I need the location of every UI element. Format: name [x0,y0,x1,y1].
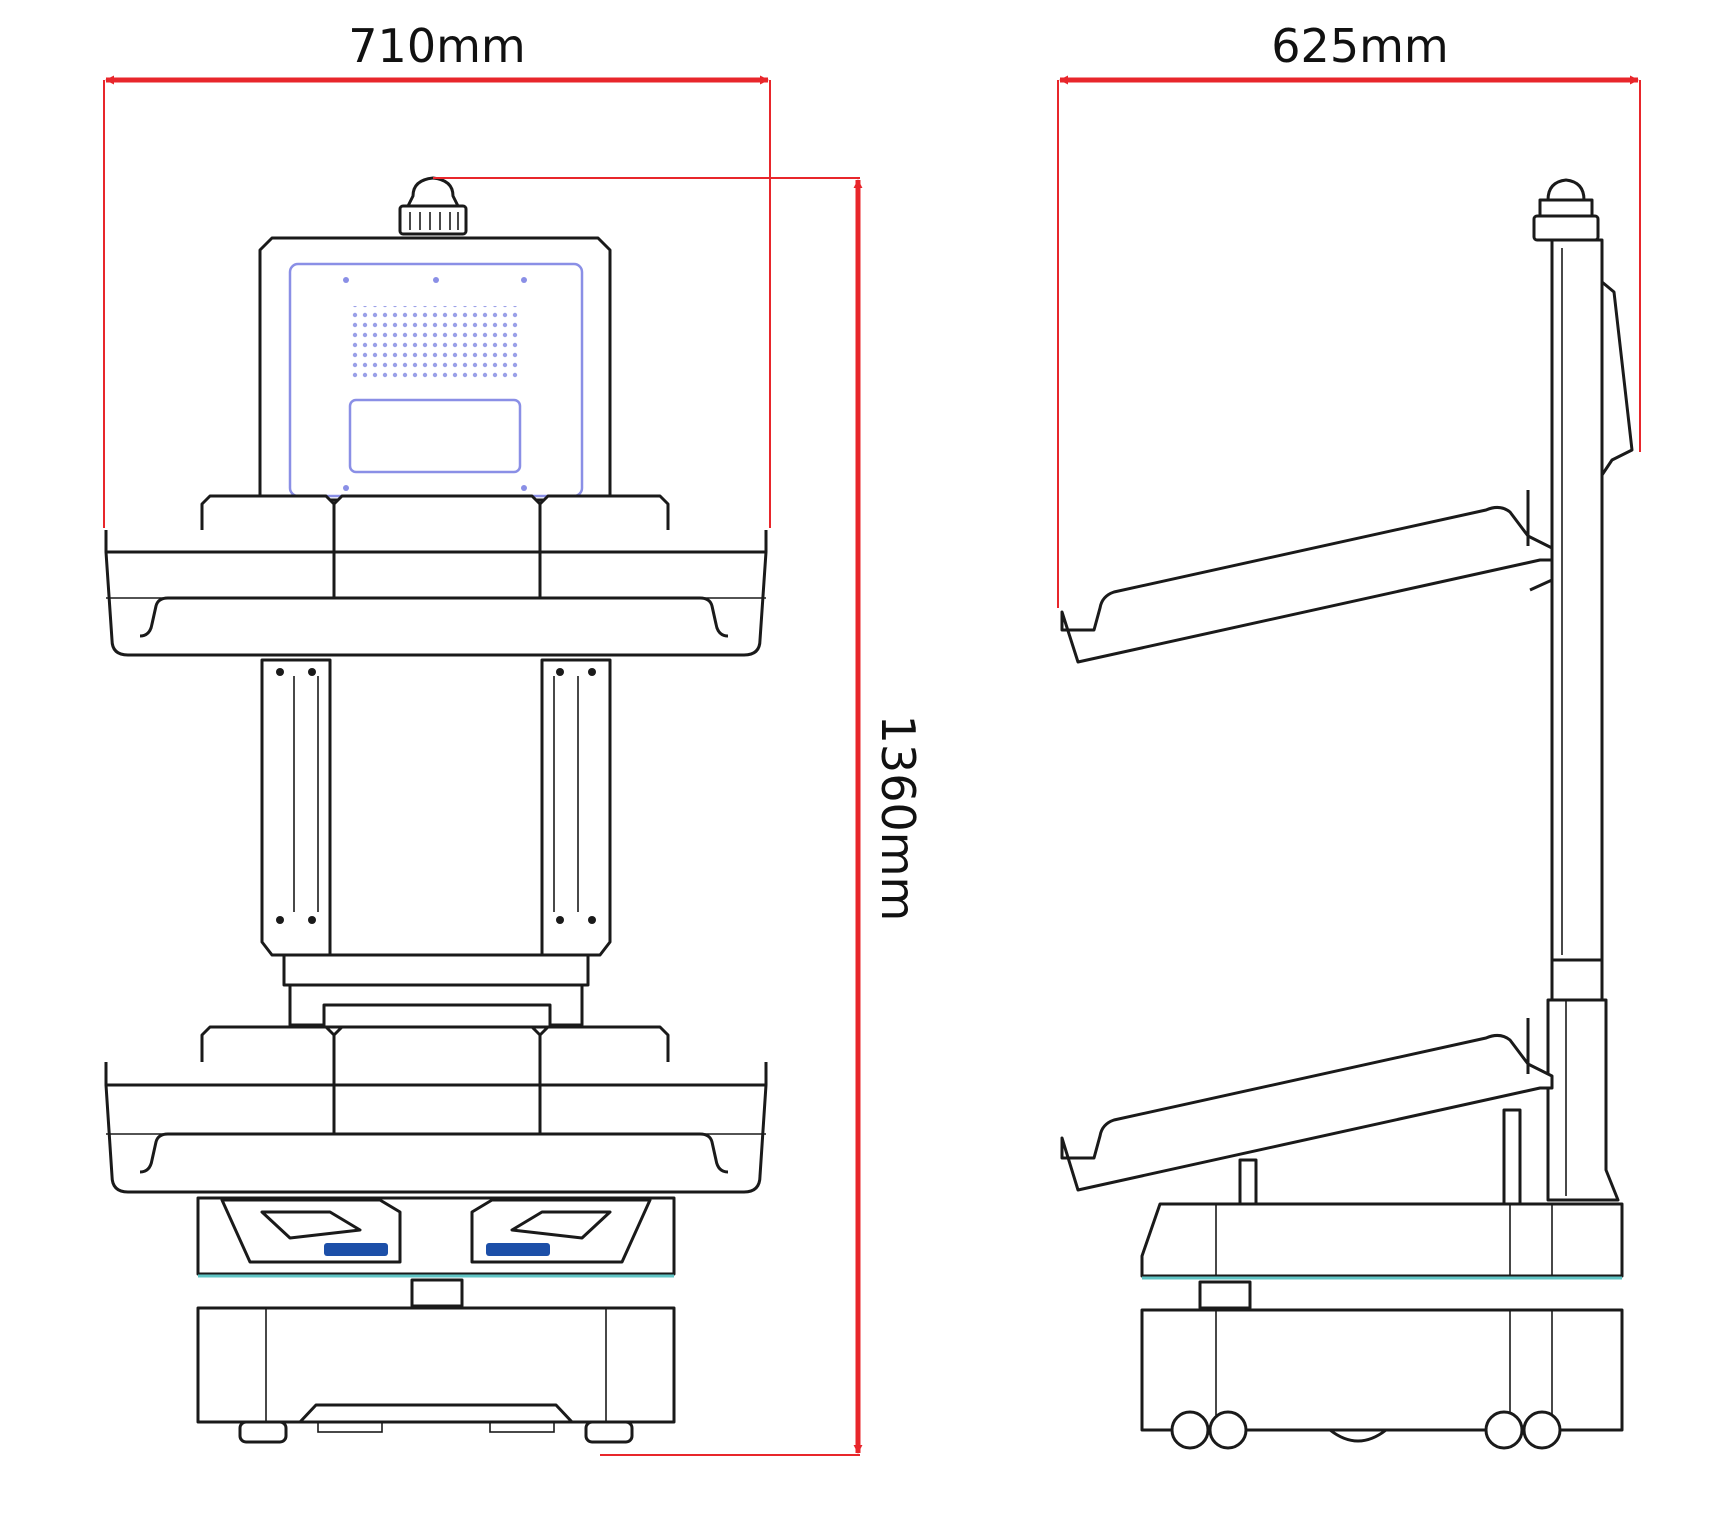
front-beacon [398,176,468,236]
side-depth-dimension: 625mm [1057,19,1641,608]
side-lower-tray [1060,1018,1554,1206]
side-base [1140,1202,1624,1450]
front-width-dimension: 710mm [103,19,771,528]
height-dimension: 1360mm [433,177,925,1456]
side-view [1060,178,1634,1450]
front-width-label: 710mm [348,19,525,73]
height-label: 1360mm [871,715,925,922]
front-view [104,176,768,1444]
front-base [196,1196,676,1444]
side-pole [1546,238,1634,1202]
side-beacon [1532,178,1600,242]
front-columns [260,658,612,1029]
side-depth-label: 625mm [1271,19,1448,73]
front-screen [258,236,612,502]
front-lower-tray [104,1025,768,1194]
front-upper-tray [104,494,768,657]
side-upper-tray [1060,490,1554,664]
